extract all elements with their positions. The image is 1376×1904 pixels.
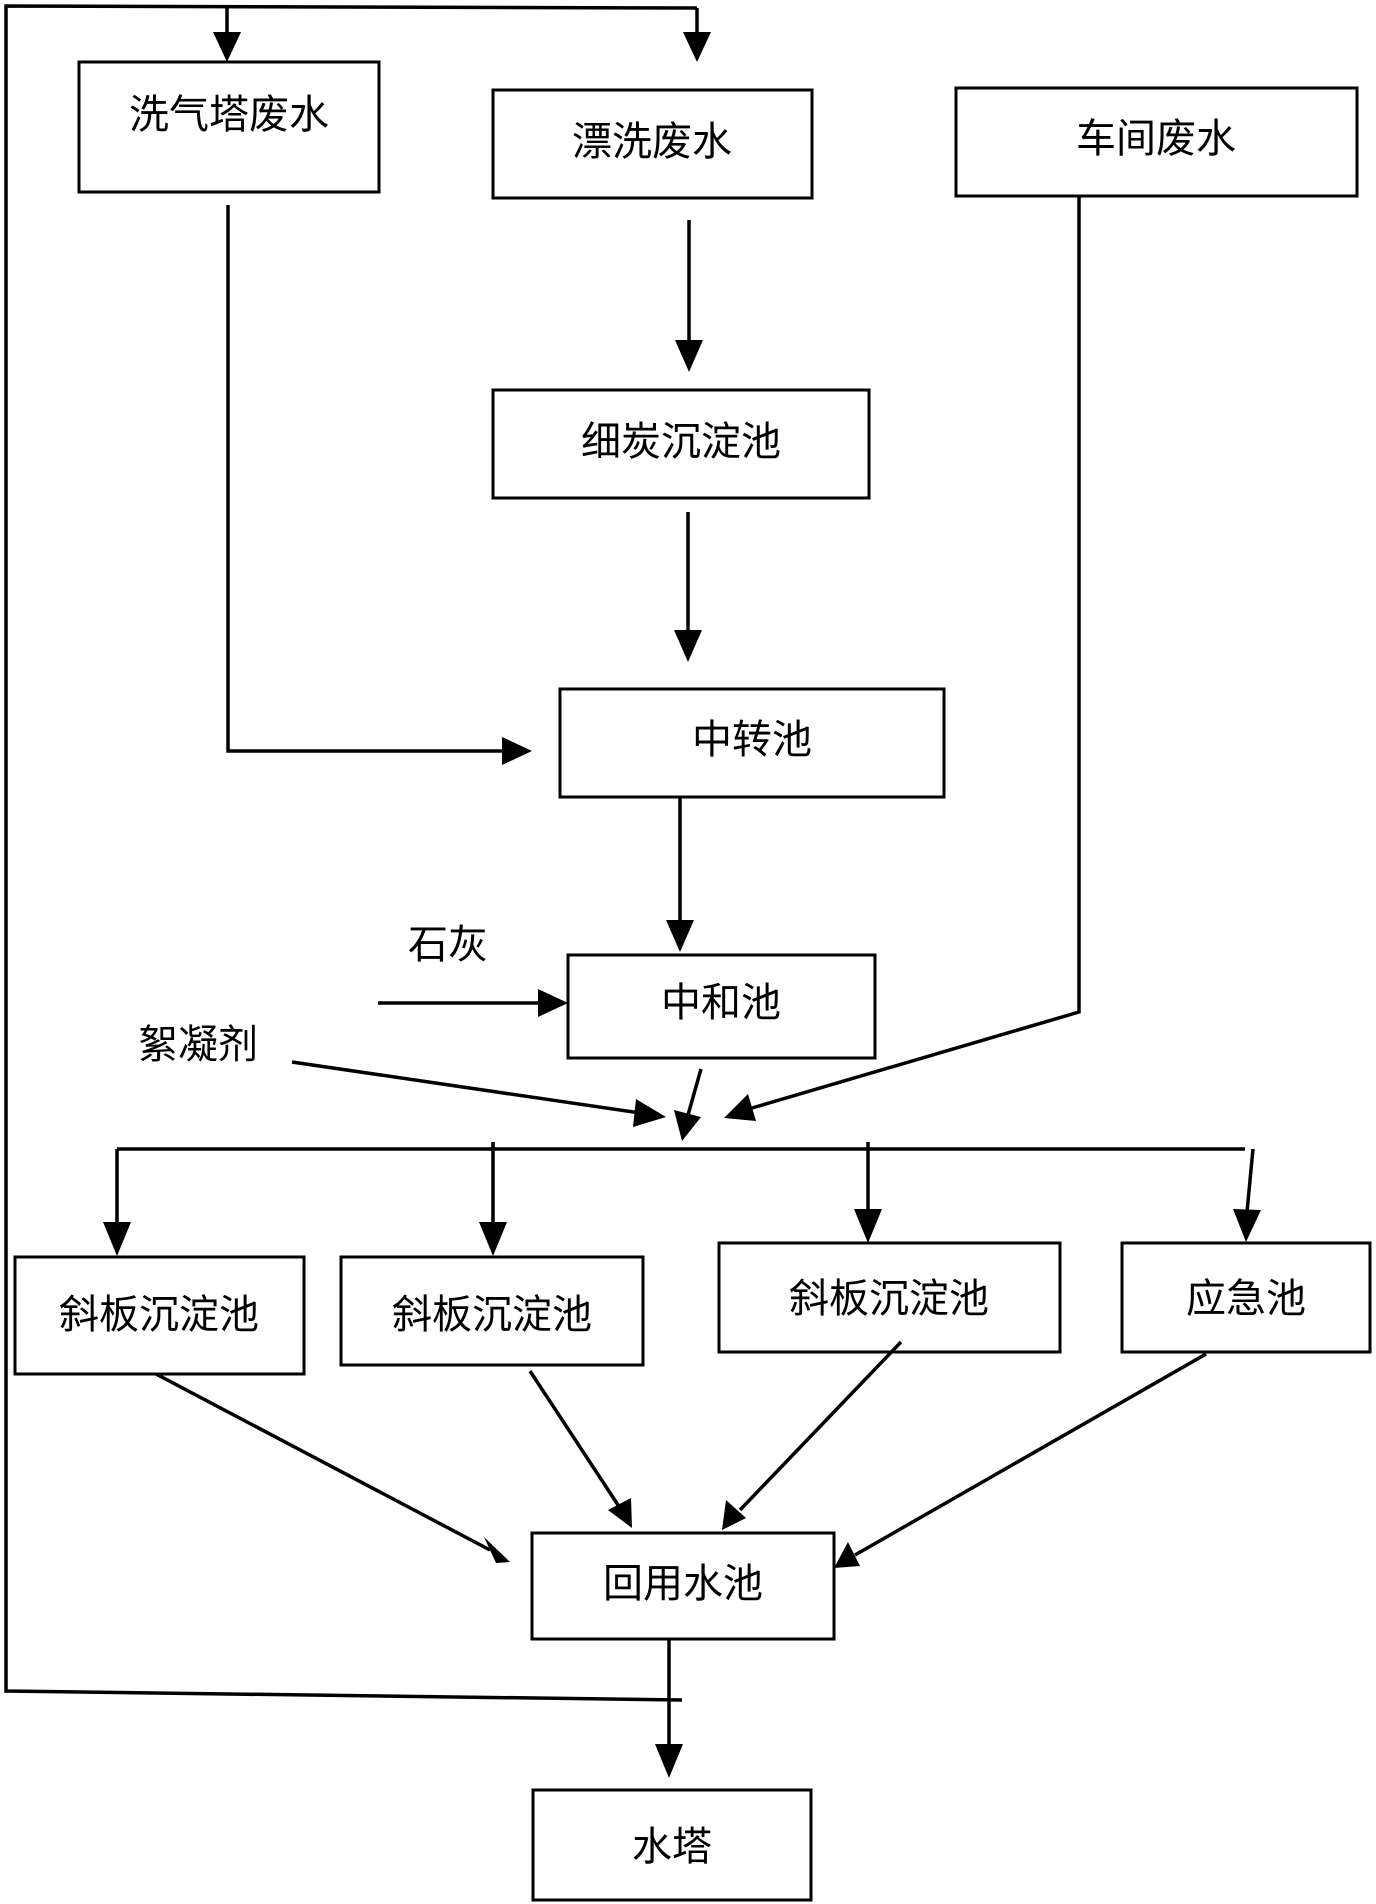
node-emergency-tank: 应急池 [1120, 1241, 1372, 1354]
return-line [4, 4, 698, 1702]
node-label: 斜板沉淀池 [59, 1292, 259, 1338]
node-label: 斜板沉淀池 [392, 1292, 592, 1338]
node-label: 水塔 [632, 1824, 712, 1870]
node-label: 洗气塔废水 [129, 92, 329, 138]
node-inclined-plate-2: 斜板沉淀池 [339, 1255, 645, 1367]
arrowhead-icon [683, 32, 711, 62]
arrowhead-icon [213, 32, 241, 62]
node-label: 中和池 [661, 980, 781, 1026]
node-neutralization-tank: 中和池 [566, 953, 877, 1060]
arrow-flocculant-to-distribution [291, 1060, 666, 1127]
arrowhead-icon [666, 920, 694, 952]
arrowhead-icon [675, 340, 703, 372]
lime-label: 石灰 [408, 922, 488, 968]
flocculant-label: 絮凝剂 [138, 1022, 258, 1068]
arrow-transfer-to-neutralization [666, 797, 694, 952]
arrowhead-icon [674, 1110, 701, 1141]
node-workshop-wastewater: 车间废水 [954, 86, 1359, 198]
arrowhead-icon [484, 1537, 510, 1563]
arrowhead-icon [538, 989, 568, 1017]
arrowhead-icon [834, 1542, 860, 1568]
node-fine-carbon-settling: 细炭沉淀池 [491, 388, 871, 500]
arrowhead-icon [608, 1498, 632, 1528]
node-label: 回用水池 [603, 1561, 763, 1607]
node-label: 细炭沉淀池 [581, 419, 781, 465]
arrowhead-icon [655, 1744, 683, 1778]
node-scrubber-wastewater: 洗气塔废水 [77, 60, 381, 194]
arrowhead-icon [479, 1222, 507, 1256]
arrowhead-icon [722, 1500, 746, 1530]
arrowhead-icon [854, 1209, 882, 1243]
node-label: 斜板沉淀池 [789, 1276, 989, 1322]
node-inclined-plate-3: 斜板沉淀池 [717, 1241, 1062, 1354]
arrow-to-scrubber [213, 7, 241, 62]
node-inclined-plate-1: 斜板沉淀池 [13, 1255, 306, 1376]
node-label: 车间废水 [1076, 116, 1236, 162]
arrow-lime-to-neutralization [378, 989, 568, 1017]
arrowhead-icon [674, 630, 702, 662]
node-rinse-wastewater: 漂洗废水 [491, 88, 814, 200]
arrow-reuse-to-water-tower [655, 1639, 683, 1778]
arrowhead-icon [502, 737, 532, 765]
arrow-rinse-to-fine-carbon [675, 220, 703, 372]
node-reuse-tank: 回用水池 [530, 1531, 836, 1641]
arrowhead-icon [1233, 1209, 1261, 1242]
arrow-fine-carbon-to-transfer [674, 512, 702, 662]
arrow-to-rinse [683, 8, 711, 62]
arrows-to-reuse-tank [155, 1340, 1207, 1568]
arrow-neutralization-to-distribution [674, 1068, 703, 1141]
node-water-tower: 水塔 [531, 1788, 813, 1902]
node-label: 应急池 [1186, 1276, 1306, 1322]
node-transfer-tank: 中转池 [558, 687, 946, 799]
arrowhead-icon [633, 1099, 666, 1127]
node-label: 中转池 [692, 717, 812, 763]
return-loop [4, 4, 711, 1702]
node-label: 漂洗废水 [572, 119, 732, 165]
arrow-workshop-to-distribution [724, 197, 1081, 1121]
arrow-scrubber-to-transfer [226, 205, 532, 765]
distribution-header [103, 1142, 1261, 1256]
arrowhead-icon [103, 1222, 131, 1256]
arrowhead-icon [724, 1094, 756, 1121]
